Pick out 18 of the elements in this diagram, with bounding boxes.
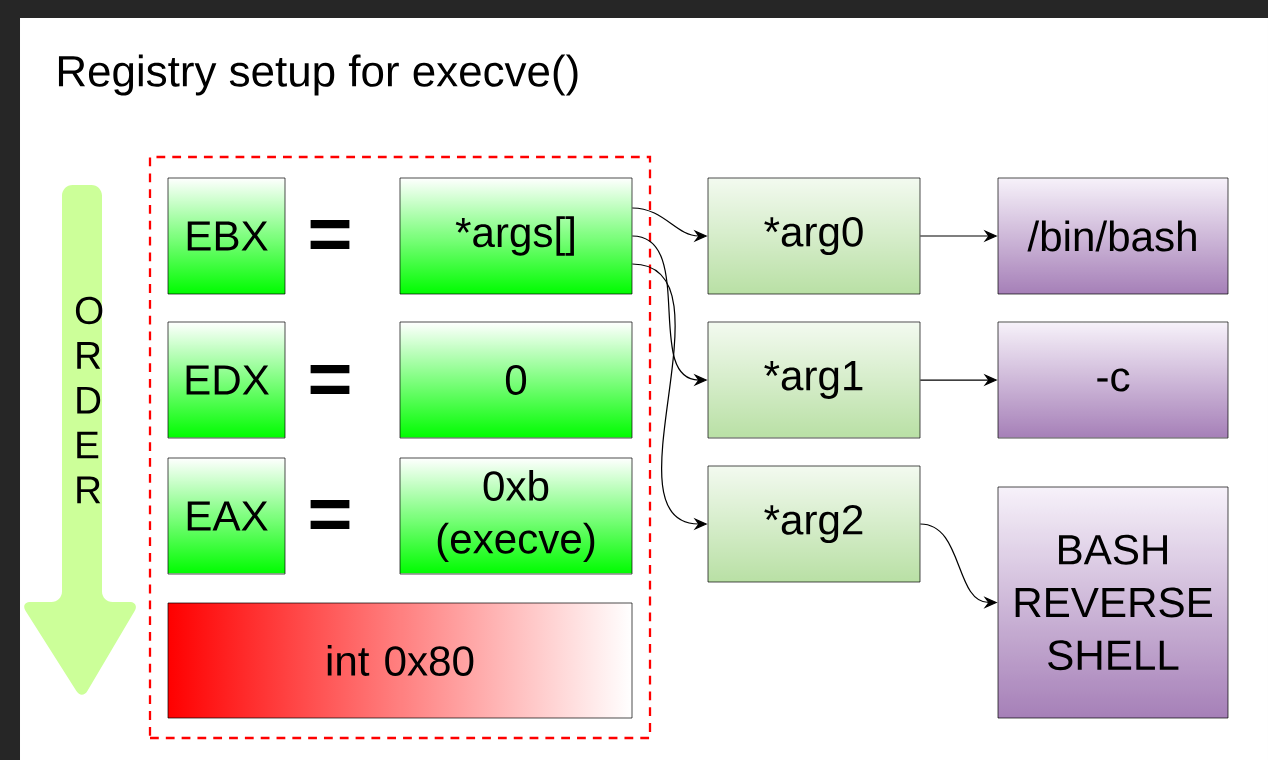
register-box: EAX bbox=[167, 457, 286, 575]
equals-sign: = bbox=[310, 499, 350, 530]
register-box: EDX bbox=[167, 321, 286, 439]
string-box: -c bbox=[997, 321, 1229, 439]
dashed-group-box bbox=[148, 155, 652, 740]
value-box: 0 bbox=[399, 321, 633, 439]
string-box: BASH REVERSE SHELL bbox=[997, 486, 1229, 719]
equals-sign: = bbox=[310, 219, 350, 250]
value-box: *args[] bbox=[399, 177, 633, 295]
equals-sign: = bbox=[310, 364, 350, 395]
pointer-box: *arg2 bbox=[707, 465, 921, 583]
string-box: /bin/bash bbox=[997, 177, 1229, 295]
interrupt-box: int 0x80 bbox=[167, 602, 633, 719]
value-box: 0xb (execve) bbox=[399, 457, 633, 575]
pointer-box: *arg1 bbox=[707, 321, 921, 439]
register-box: EBX bbox=[167, 177, 286, 295]
title: Registry setup for execve() bbox=[58, 54, 578, 96]
pointer-box: *arg0 bbox=[707, 177, 921, 295]
